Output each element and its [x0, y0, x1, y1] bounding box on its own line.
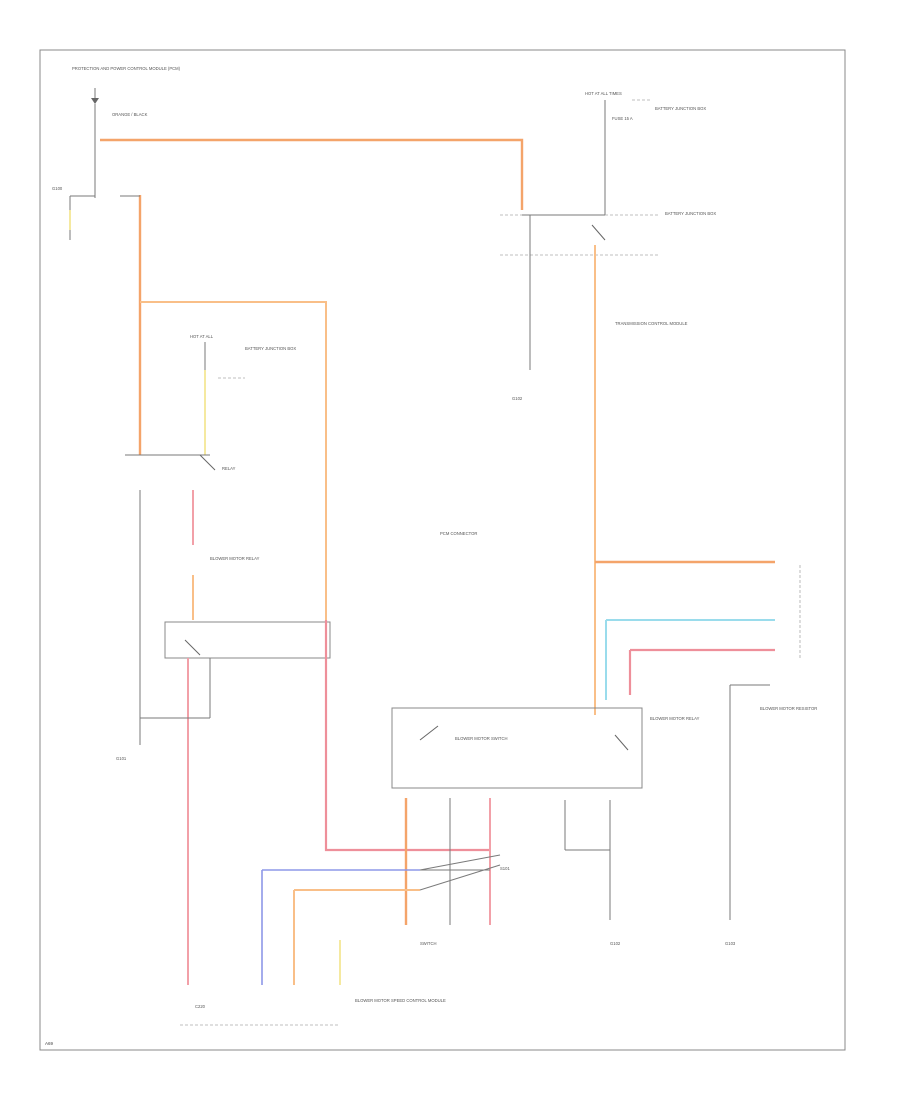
- label-right-ground-top: G102: [512, 396, 523, 401]
- diagram-border: [39, 49, 846, 1051]
- label-right-mid-module: TRANSMISSION CONTROL MODULE: [615, 321, 688, 326]
- wire-red-long: [324, 620, 490, 852]
- blower-module-box: [391, 707, 643, 789]
- label-lower-switch: SWITCH: [420, 941, 437, 946]
- label-mid-left-hot: HOT AT ALL: [190, 334, 214, 339]
- label-lower-mid: BLOWER MOTOR SWITCH: [455, 736, 508, 741]
- label-right-side: BLOWER MOTOR RESISTOR: [760, 706, 817, 711]
- label-bottom-ground-left: G101: [116, 756, 127, 761]
- label-relay-upper: RELAY: [222, 466, 236, 471]
- label-left-ground: G100: [52, 186, 63, 191]
- label-bottom-connector: C220: [195, 1004, 206, 1009]
- label-top-right-fuse: HOT AT ALL TIMES: [585, 91, 622, 96]
- label-mid-left-junction: BATTERY JUNCTION BOX: [245, 346, 296, 351]
- label-right-battery-junction: BATTERY JUNCTION BOX: [655, 106, 706, 111]
- label-right-mid-junction: BATTERY JUNCTION BOX: [665, 211, 716, 216]
- label-right-fuse: FUSE 15 A: [612, 116, 633, 121]
- label-bottom-ground-right: G103: [725, 941, 736, 946]
- label-relay-mid: BLOWER MOTOR RELAY: [210, 556, 260, 561]
- pcm-source-label: PROTECTION AND POWER CONTROL MODULE (PCM…: [72, 66, 181, 104]
- label-splice: S101: [500, 866, 510, 871]
- reference-code: A69: [45, 1041, 54, 1046]
- label-right-relay-module: BLOWER MOTOR RELAY: [650, 716, 700, 721]
- label-right-connector-block: PCM CONNECTOR: [440, 531, 477, 536]
- wire-orange-horizontal: [140, 301, 327, 620]
- label-bottom-ground-mid: G102: [610, 941, 621, 946]
- relay-box: [164, 621, 331, 659]
- label-bottom-module: BLOWER MOTOR SPEED CONTROL MODULE: [355, 998, 446, 1003]
- label-harness-top: ORANGE / BLACK: [112, 112, 148, 117]
- pcm-source-text: PROTECTION AND POWER CONTROL MODULE (PCM…: [72, 66, 181, 71]
- wire-orange-top: [100, 138, 524, 210]
